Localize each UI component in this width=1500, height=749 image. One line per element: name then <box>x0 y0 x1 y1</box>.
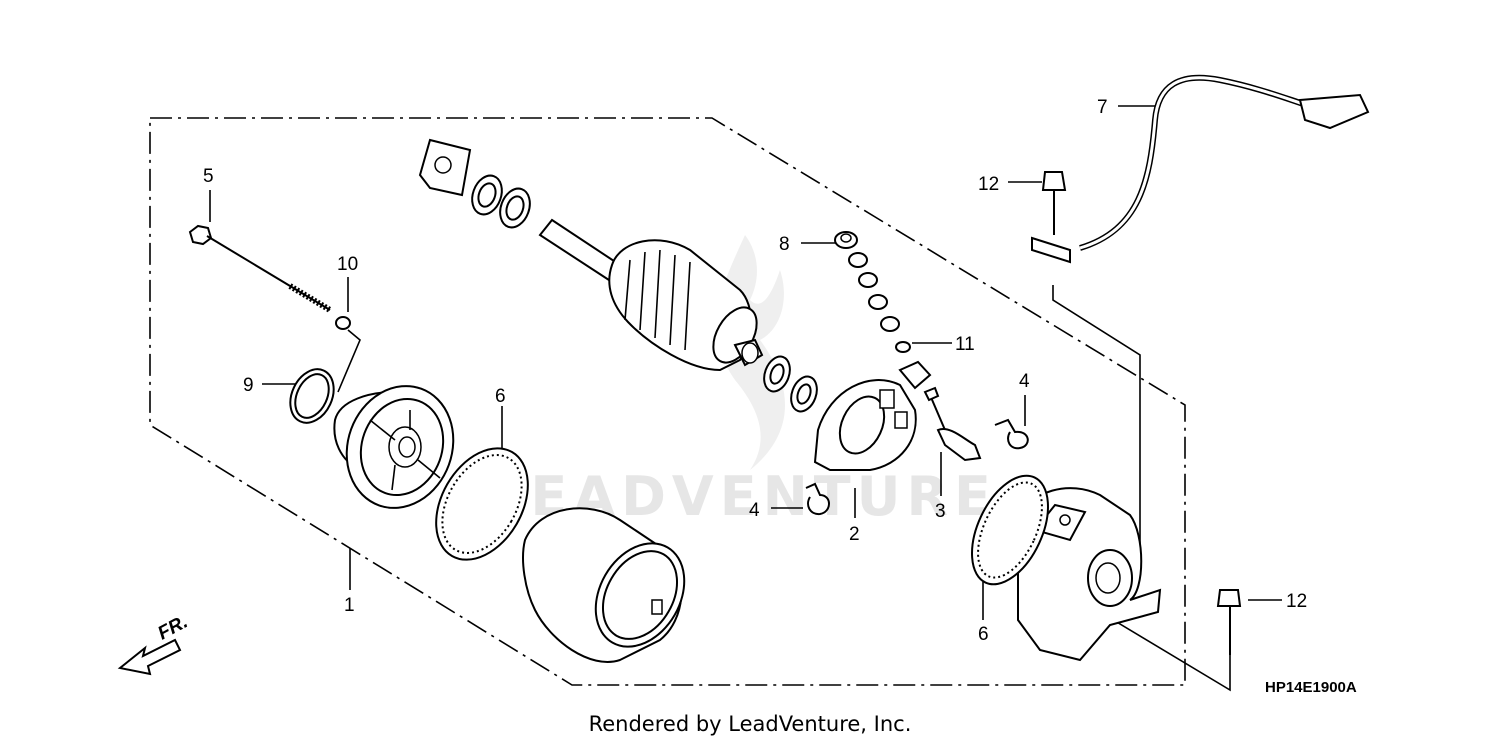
diagram-code: HP14E1900A <box>1265 679 1357 696</box>
callout-9: 9 <box>243 375 254 396</box>
callout-1: 1 <box>344 595 355 616</box>
lock-plate <box>418 138 472 197</box>
bolt-5 <box>188 224 332 313</box>
o-ring-11 <box>895 341 911 353</box>
callout-4-upper: 4 <box>1019 371 1030 392</box>
spring-4-lower <box>805 482 830 516</box>
callout-3: 3 <box>935 501 946 522</box>
front-arrow-icon: FR. <box>117 612 191 676</box>
terminal-3 <box>923 386 982 462</box>
callout-12-lower: 12 <box>1286 591 1307 612</box>
insulator-stack-8 <box>834 231 900 332</box>
callout-2: 2 <box>849 524 860 545</box>
callout-6-right: 6 <box>978 624 989 645</box>
bolt-12-lower <box>1216 589 1242 655</box>
front-cover-1 <box>333 385 455 509</box>
callout-11: 11 <box>955 334 975 355</box>
callout-12-upper: 12 <box>978 174 999 195</box>
callout-7: 7 <box>1097 97 1108 118</box>
callout-4-lower: 4 <box>749 500 760 521</box>
assembly-outline <box>149 117 1186 686</box>
terminal-nut <box>898 360 932 390</box>
o-ring-9 <box>289 368 335 424</box>
gasket-6-left <box>435 447 529 561</box>
brush-holder-2 <box>813 379 917 471</box>
footer-credit: Rendered by LeadVenture, Inc. <box>588 712 912 736</box>
thrust-washers-lower <box>763 355 818 413</box>
front-indicator-label: FR. <box>154 612 191 645</box>
callout-10: 10 <box>337 254 358 275</box>
callout-5: 5 <box>203 166 214 187</box>
callout-6-left: 6 <box>495 386 506 407</box>
spring-4-upper <box>994 418 1029 450</box>
gasket-6-right <box>971 474 1049 586</box>
ground-cable-7 <box>1031 74 1370 264</box>
thrust-washers-upper <box>471 174 531 229</box>
yoke-housing <box>522 507 686 663</box>
armature <box>538 218 764 372</box>
washer-10 <box>335 316 351 330</box>
callout-8: 8 <box>779 234 790 255</box>
leader-lines <box>209 105 1282 692</box>
bolt-12-upper <box>1041 171 1067 235</box>
